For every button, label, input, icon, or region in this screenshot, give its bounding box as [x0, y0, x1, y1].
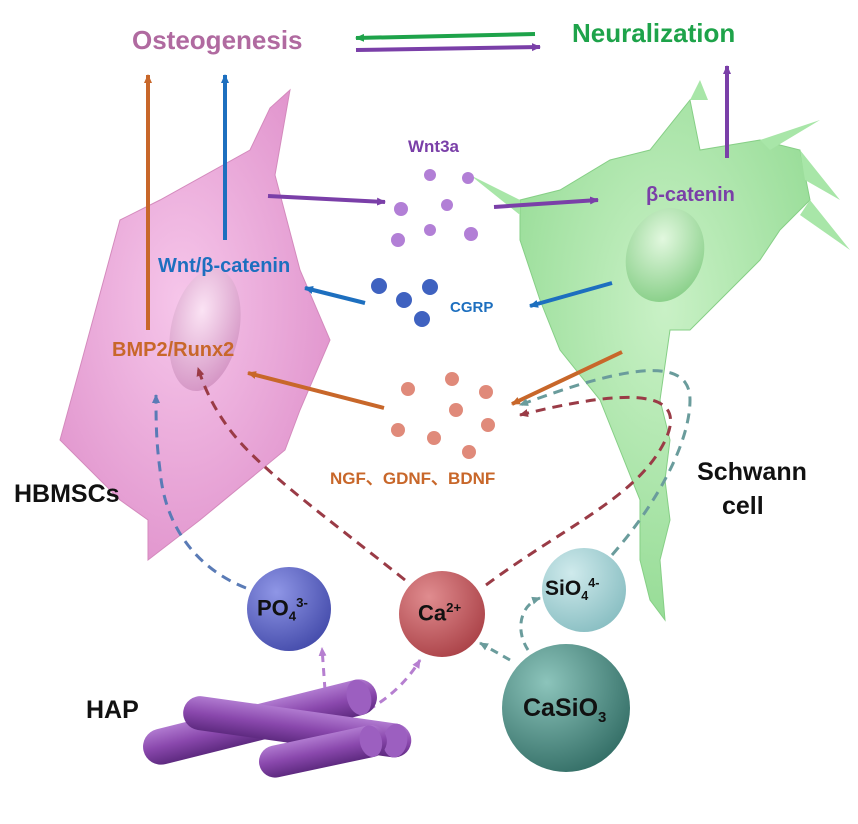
cgrp-label: CGRP	[450, 299, 494, 316]
neurotrophins-label: NGF、GDNF、BDNF	[330, 469, 496, 488]
wnt-beta-catenin-label: Wnt/β-catenin	[158, 255, 291, 277]
casio3-to-sio4-dashed	[519, 596, 541, 651]
cgrp-particles	[371, 278, 438, 327]
sio4-sup: 4-	[588, 576, 600, 590]
ca-ion-label: Ca2+	[418, 601, 461, 624]
sio4-to-schwann-dashed	[519, 369, 692, 556]
beta-catenin-label: β-catenin	[646, 184, 735, 206]
hap-to-po4-dashed	[318, 647, 327, 691]
po4-ion-label: PO43-	[257, 596, 308, 623]
sio4-ion-label: SiO44-	[545, 577, 599, 603]
schwann-label: Schwann	[697, 458, 807, 486]
osteogenesis-label: Osteogenesis	[132, 25, 303, 55]
wnt3a-label: Wnt3a	[408, 137, 459, 156]
hbmsc-to-wnt3a-arrow	[267, 194, 386, 206]
po4-sub: 4	[288, 608, 297, 624]
sio4-base: SiO	[545, 577, 582, 600]
wnt3a-particles	[391, 169, 478, 247]
schwann-to-cgrp-arrow	[529, 281, 613, 308]
casio3-ion-label: CaSiO3	[523, 694, 607, 726]
hap-label: HAP	[86, 696, 139, 724]
hbmscs-label: HBMSCs	[14, 480, 120, 508]
neuralization-label: Neuralization	[572, 18, 736, 48]
ca-ball	[399, 571, 485, 657]
hbmsc-cell-icon	[59, 88, 331, 562]
hap-rods-icon	[143, 679, 412, 778]
po4-ball	[247, 567, 331, 651]
schwann-cell-icon	[470, 80, 850, 622]
bmp2-runx2-label: BMP2/Runx2	[112, 339, 235, 361]
schwann-to-ntf-arrow	[511, 350, 623, 406]
ntf-to-hbmsc-arrow	[247, 371, 385, 410]
ca-base: Ca	[418, 600, 447, 626]
sio4-ball	[542, 548, 626, 632]
cell-label: cell	[722, 492, 764, 520]
neuro-to-osteo-arrow	[355, 32, 536, 42]
po4-base: PO	[257, 595, 289, 621]
po4-sup: 3-	[296, 595, 308, 610]
ca-to-schwann-dashed	[485, 396, 672, 587]
casio3-to-ca-dashed	[479, 641, 511, 662]
casio3-base: CaSiO	[523, 694, 599, 722]
ca-to-hbmsc-dashed	[196, 367, 406, 582]
neurotrophin-particles	[391, 372, 495, 459]
cgrp-to-hbmsc-arrow	[304, 286, 366, 305]
wnt3a-to-schwann-arrow	[493, 196, 599, 209]
casio3-ball	[502, 644, 630, 772]
casio3-sub: 3	[598, 709, 607, 726]
osteo-to-neuro-arrow	[355, 43, 541, 52]
ca-sup: 2+	[446, 600, 462, 615]
sio4-sub: 4	[581, 589, 589, 604]
po4-to-hbmsc-dashed	[152, 394, 247, 590]
